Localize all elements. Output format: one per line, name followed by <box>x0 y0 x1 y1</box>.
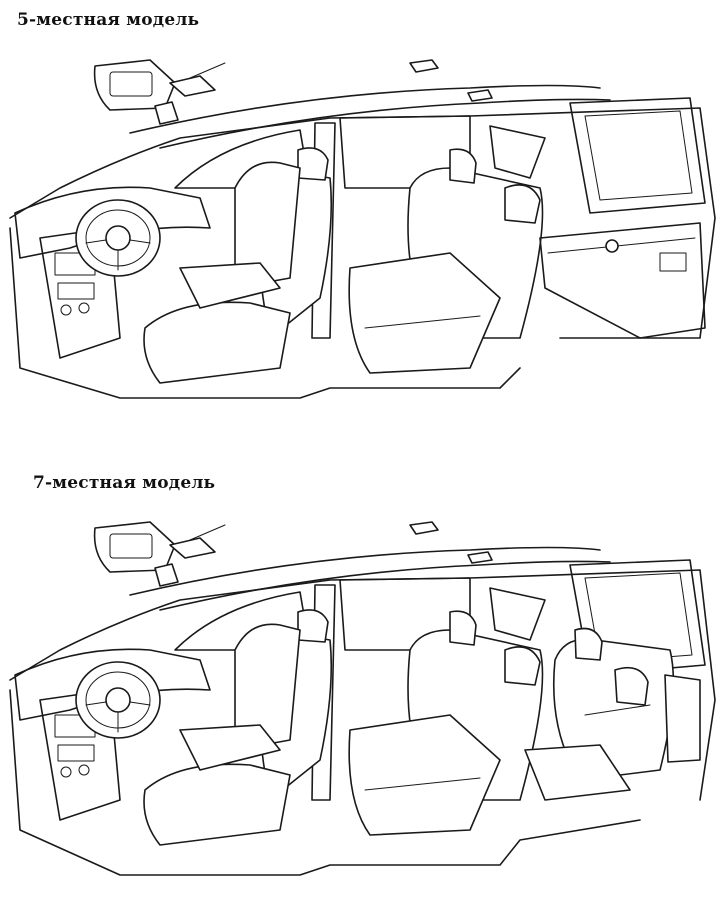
body-outline <box>9 107 716 339</box>
floor-outline <box>9 689 641 876</box>
third-row-cushion <box>524 744 631 801</box>
seven-seat-interior-drawing <box>0 500 723 900</box>
roof-line <box>129 546 601 596</box>
steering-spoke-r <box>129 701 151 706</box>
second-row-headrest-r <box>504 646 541 686</box>
visor-mirror <box>109 533 153 559</box>
dome-light <box>409 59 439 73</box>
second-row-cushion <box>348 252 501 374</box>
knob-1 <box>60 304 72 316</box>
rear-hatch-inner <box>584 110 693 201</box>
seven-seat-model-label: 7-местная модель <box>33 473 216 493</box>
driver-seat-cushion <box>143 763 291 846</box>
passenger-seat-cushion <box>179 262 281 309</box>
rear-hatch-window <box>569 97 706 214</box>
steering-spoke-r <box>129 239 151 244</box>
climate-controls <box>57 282 95 300</box>
second-row-headrest-l <box>449 610 477 646</box>
quarter-window <box>489 125 546 179</box>
third-row-headrest-l <box>574 627 603 661</box>
leader-line-1 <box>189 62 226 79</box>
roof-inner-line <box>159 560 611 611</box>
rear-dome-light <box>467 89 493 102</box>
cargo-hook <box>605 239 619 253</box>
cargo-floor <box>539 222 706 339</box>
driver-headrest <box>297 609 329 643</box>
knob-2 <box>78 302 90 314</box>
seven-seat-interior-svg <box>9 521 716 876</box>
second-row-cushion <box>348 714 501 836</box>
visor-mirror <box>109 71 153 97</box>
visor-clip <box>154 563 179 587</box>
cargo-cover <box>547 237 696 254</box>
passenger-seat-back <box>234 623 301 751</box>
climate-controls <box>57 744 95 762</box>
front-window <box>174 591 311 651</box>
overhead-console <box>169 75 216 97</box>
second-row-headrest-l <box>449 148 477 184</box>
floor-outline <box>9 227 521 399</box>
sun-visor <box>93 521 176 573</box>
second-row-headrest-r <box>504 184 541 224</box>
driver-seat-cushion <box>143 301 291 384</box>
passenger-seat-cushion <box>179 724 281 771</box>
rear-dome-light <box>467 551 493 564</box>
front-window <box>174 129 311 189</box>
third-row-side-panel <box>664 674 701 763</box>
third-row-seam <box>584 704 651 716</box>
overhead-console <box>169 537 216 559</box>
roof-line <box>129 84 601 134</box>
five-seat-interior-drawing <box>0 38 723 408</box>
second-row-seam <box>364 777 481 791</box>
five-seat-model-label: 5-местная модель <box>17 10 200 30</box>
five-seat-interior-svg <box>9 59 716 399</box>
dome-light <box>409 521 439 535</box>
cargo-light <box>659 252 687 272</box>
second-row-seam <box>364 315 481 329</box>
steering-spoke-l <box>85 701 107 706</box>
passenger-seat-back <box>234 161 301 289</box>
steering-hub <box>105 687 131 713</box>
driver-headrest <box>297 147 329 181</box>
steering-hub <box>105 225 131 251</box>
roof-inner-line <box>159 98 611 149</box>
third-row-headrest-r <box>614 666 649 706</box>
knob-2 <box>78 764 90 776</box>
knob-1 <box>60 766 72 778</box>
sun-visor <box>93 59 176 111</box>
visor-clip <box>154 101 179 125</box>
steering-spoke-l <box>85 239 107 244</box>
quarter-window <box>489 587 546 641</box>
leader-line-1 <box>189 524 226 541</box>
